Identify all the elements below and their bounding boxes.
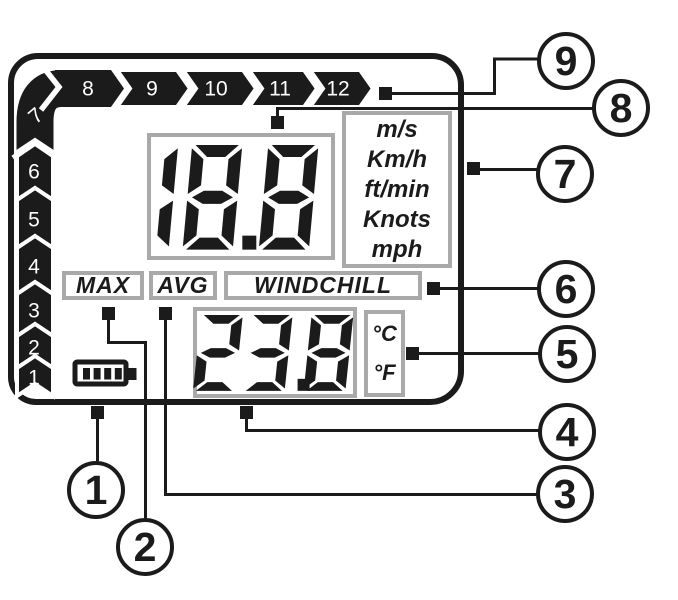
- callout-number: 1: [84, 466, 108, 513]
- callout-number: 3: [553, 470, 577, 517]
- callout-marker-1: [91, 406, 104, 419]
- unit-option-knots: Knots: [363, 205, 431, 233]
- callout-number: 2: [133, 523, 157, 570]
- unit-option-kmh: Km/h: [367, 145, 427, 173]
- callout-line-4: [245, 419, 539, 432]
- callout-marker-7: [467, 162, 480, 175]
- fahrenheit-label: °F: [373, 360, 396, 386]
- max-indicator: MAX: [62, 271, 144, 300]
- callout-number: 6: [554, 265, 578, 312]
- callout-number: 9: [554, 37, 578, 84]
- windchill-indicator: WINDCHILL: [224, 271, 422, 300]
- callout-number: 4: [555, 408, 579, 455]
- wind-speed-display: [147, 133, 335, 260]
- callout-circle-9: 9: [537, 32, 595, 90]
- callout-circle-8: 8: [592, 79, 650, 137]
- celsius-label: °C: [372, 320, 397, 346]
- callout-circle-2: 2: [116, 518, 174, 576]
- callout-number: 5: [555, 330, 579, 377]
- callout-circle-1: 1: [67, 461, 125, 519]
- callout-circle-6: 6: [537, 260, 595, 318]
- unit-option-mph: mph: [371, 235, 423, 263]
- callout-circle-3: 3: [536, 465, 594, 523]
- callout-circle-5: 5: [538, 325, 596, 383]
- callout-circle-4: 4: [538, 403, 596, 461]
- speed-units-box: m/s Km/h ft/min Knots mph: [342, 111, 452, 268]
- temperature-display: [193, 307, 357, 398]
- temp-units-box: °C °F: [364, 310, 405, 397]
- callout-number: 8: [609, 84, 633, 131]
- avg-indicator: AVG: [149, 271, 217, 300]
- callout-circle-7: 7: [536, 145, 594, 203]
- callout-number: 7: [553, 150, 577, 197]
- callout-marker-4: [240, 406, 253, 419]
- unit-option-ftmin: ft/min: [364, 175, 430, 203]
- unit-option-ms: m/s: [376, 115, 418, 143]
